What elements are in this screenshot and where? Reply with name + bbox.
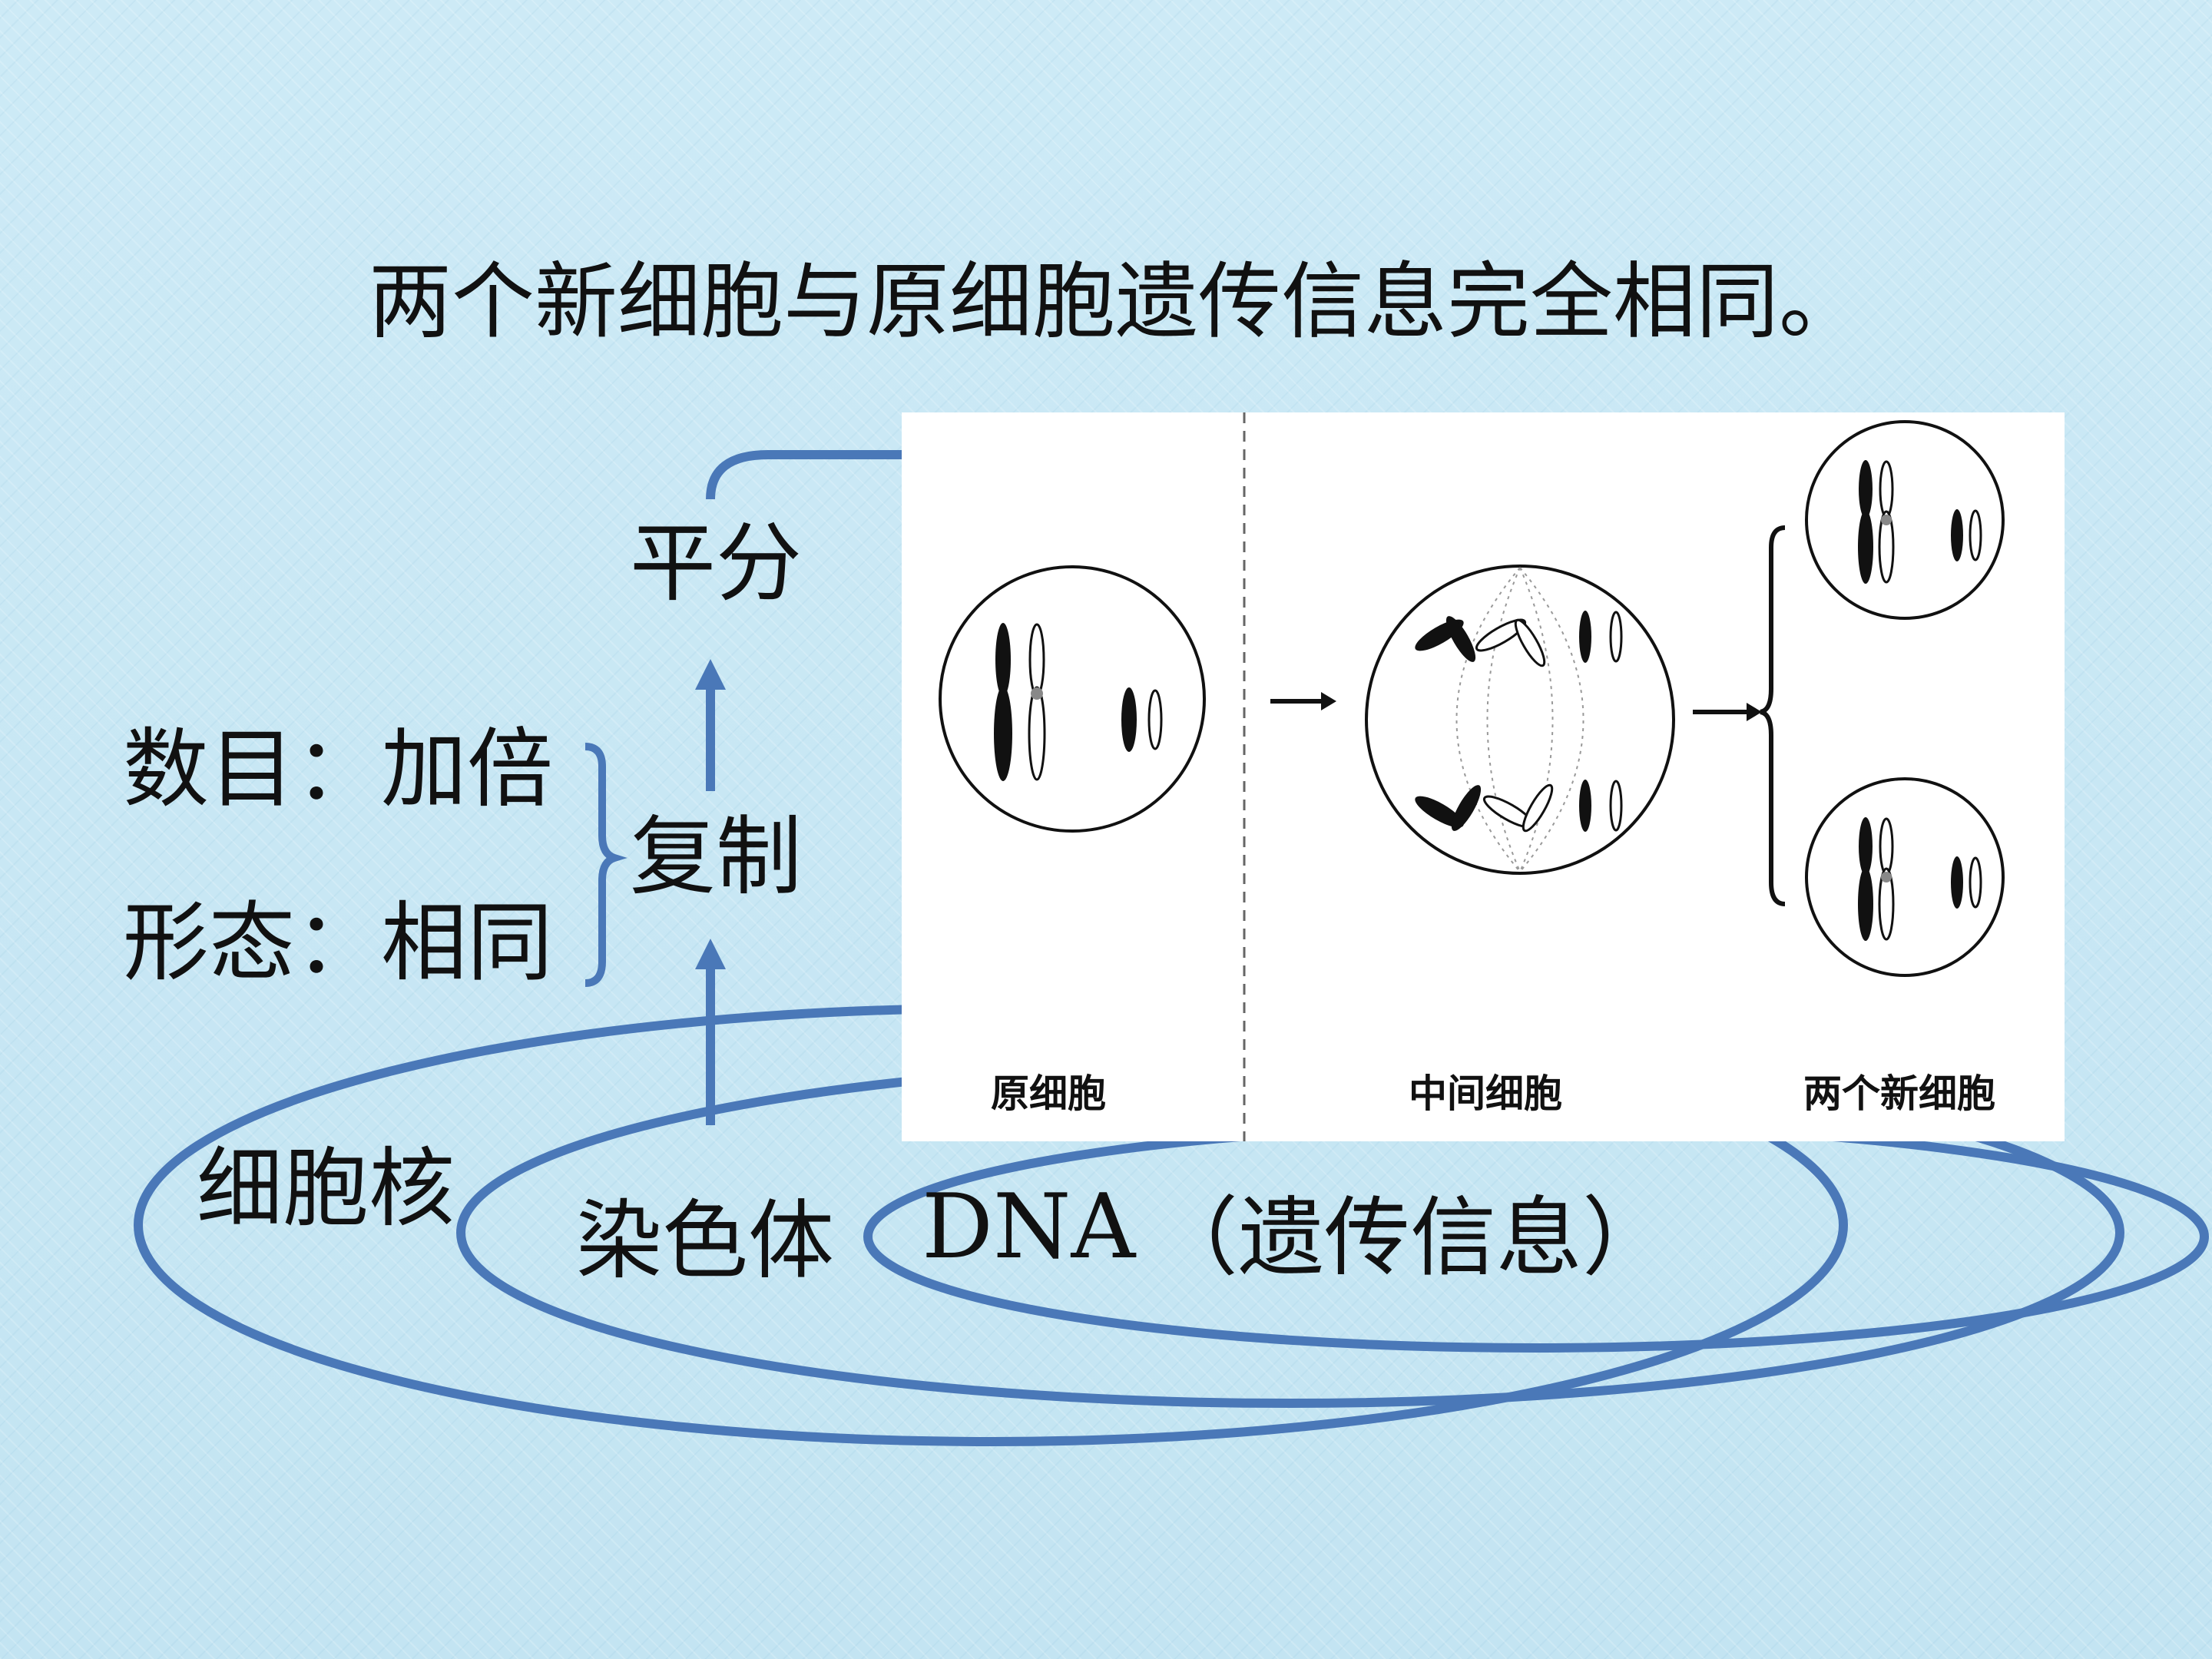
label-divide: 平分 (630, 514, 802, 614)
label-genetic-info: （遗传信息） (1152, 1188, 1668, 1288)
mitosis-panel: 原细胞 中间细胞 两个新细胞 (902, 412, 2065, 1141)
caption-intermediate-cell: 中间细胞 (1409, 1071, 1562, 1116)
mitosis-diagram (939, 412, 2005, 1141)
label-replicate: 复制 (630, 807, 802, 907)
arrow-to-intermediate (1270, 692, 1336, 710)
original-cell (939, 565, 1206, 833)
label-nucleus: 细胞核 (197, 1139, 455, 1239)
arrow-head-upper (695, 659, 726, 690)
arrow-head-lower (695, 939, 726, 969)
label-number: 数目：加倍 (123, 720, 553, 820)
arrow-to-new-cells (1693, 703, 1762, 721)
page-title: 两个新细胞与原细胞遗传信息完全相同。 (369, 254, 1863, 350)
label-chromosome: 染色体 (576, 1191, 834, 1291)
intermediate-cell (1365, 565, 1675, 875)
new-cells-brace (1760, 525, 1786, 906)
label-shape: 形态：相同 (123, 893, 553, 993)
left-brace (584, 743, 628, 987)
caption-two-new-cells: 两个新细胞 (1803, 1071, 1995, 1116)
new-cell-bottom (1805, 777, 2005, 977)
label-dna: DNA (922, 1175, 1136, 1279)
caption-original-cell: 原细胞 (991, 1071, 1106, 1116)
new-cell-top (1805, 420, 2005, 620)
connector-curve (706, 450, 906, 500)
